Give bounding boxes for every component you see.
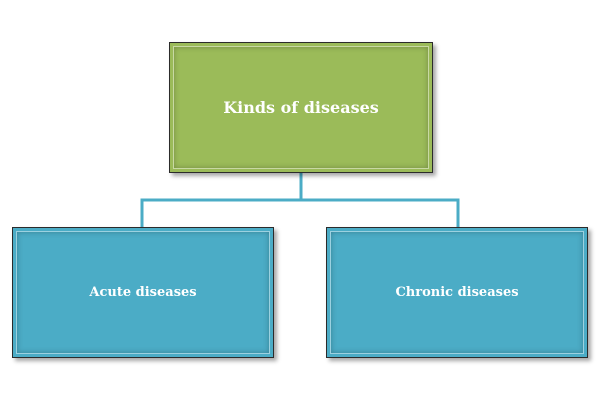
- connector-root-to-chronic: [301, 198, 460, 227]
- connector-root-to-acute: [140, 173, 303, 227]
- child-node-label-chronic: Chronic diseases: [395, 285, 519, 300]
- child-node-acute-diseases: Acute diseases: [12, 227, 274, 358]
- root-node-label: Kinds of diseases: [223, 98, 379, 117]
- child-node-chronic-diseases: Chronic diseases: [326, 227, 588, 358]
- root-node-kinds-of-diseases: Kinds of diseases: [169, 42, 433, 173]
- child-node-label-acute: Acute diseases: [89, 285, 197, 300]
